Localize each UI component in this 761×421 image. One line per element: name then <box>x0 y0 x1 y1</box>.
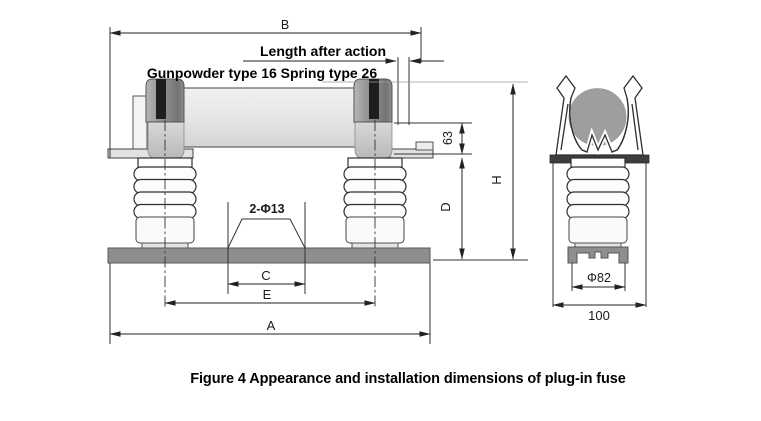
holes-label: 2-Φ13 <box>249 202 284 216</box>
side-view: Φ82 100 <box>549 74 650 323</box>
right-striker-stripe <box>369 79 379 119</box>
clip-inner-wall-right <box>631 103 639 151</box>
left-striker-stripe <box>156 79 166 119</box>
dim-label-c: C <box>261 268 270 283</box>
figure-caption: Figure 4 Appearance and installation dim… <box>190 371 626 387</box>
clip-inner-wall-left <box>560 103 569 151</box>
fuse-body-tube <box>182 87 358 148</box>
dim-label-63: 63 <box>441 131 455 145</box>
left-fuse-clip <box>147 121 185 159</box>
clip-cradle-outline <box>569 97 629 153</box>
dim-label-d: D <box>438 202 453 211</box>
hole-trapezoid <box>227 218 306 249</box>
mounting-plate <box>107 247 431 264</box>
dim-label-100: 100 <box>588 308 610 323</box>
dim-label-a: A <box>267 318 276 333</box>
type-note-label: Gunpowder type 16 Spring type 26 <box>147 65 377 81</box>
right-bracket-cap <box>415 141 434 151</box>
dim-label-e: E <box>263 287 272 302</box>
right-fuse-clip <box>354 121 393 159</box>
dim-label-h: H <box>489 175 504 184</box>
dim-label-phi82: Φ82 <box>587 271 611 285</box>
length-after-action-label: Length after action <box>260 43 386 59</box>
left-angle-bracket <box>132 95 148 151</box>
dim-label-b: B <box>281 18 289 32</box>
side-insulator <box>566 157 630 250</box>
front-view: 2-Φ13 B Length after action Gunpowder ty… <box>107 18 528 344</box>
fuse-cross-section <box>568 88 627 146</box>
plug-foot <box>567 246 629 264</box>
